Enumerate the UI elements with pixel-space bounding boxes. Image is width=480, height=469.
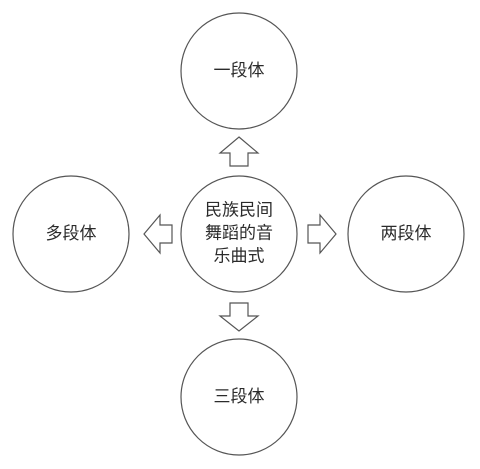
circle-center [180,175,298,293]
circle-left [12,175,130,293]
circle-bottom [180,338,298,456]
arrow-right [307,213,337,255]
arrow-down [218,302,260,332]
arrow-up [218,136,260,167]
node-label-left: 多段体 [45,223,97,244]
node-label-bottom: 三段体 [213,386,265,407]
node-label-right: 两段体 [380,223,432,244]
node-label-center: 民族民间舞蹈的音乐曲式 [205,200,273,267]
node-label-top: 一段体 [213,60,265,81]
arrow-left [143,213,173,255]
circle-right [347,175,465,293]
circle-top [180,12,298,130]
